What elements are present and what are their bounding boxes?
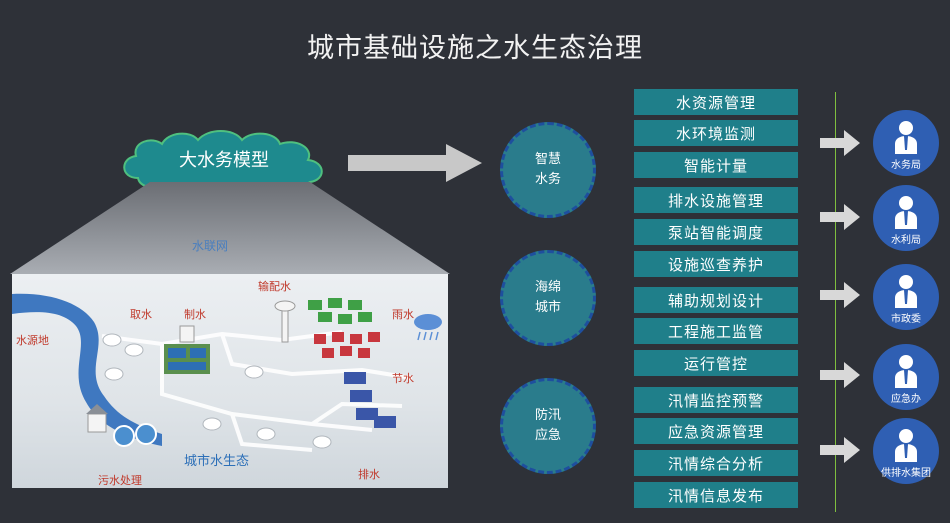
circle-flood-emergency: 防汛应急 bbox=[500, 378, 596, 474]
person-icon bbox=[895, 429, 917, 462]
page-title: 城市基础设施之水生态治理 bbox=[307, 33, 643, 64]
function-box: 汛情信息发布 bbox=[634, 482, 798, 508]
circle-sponge-city-line1: 海绵 bbox=[534, 280, 561, 295]
function-box: 泵站智能调度 bbox=[634, 219, 798, 245]
flow-arrow-icon bbox=[348, 144, 482, 182]
function-box: 应急资源管理 bbox=[634, 418, 798, 444]
label-water-source: 水源地 bbox=[16, 334, 49, 347]
agency-water-resources-bureau: 水利局 bbox=[873, 185, 939, 251]
person-icon bbox=[895, 196, 917, 229]
label-sewage: 污水处理 bbox=[98, 474, 142, 487]
function-box: 运行管控 bbox=[634, 350, 798, 376]
arrow-right-icon bbox=[820, 362, 860, 388]
arrow-right-icon bbox=[820, 437, 860, 463]
label-intake: 取水 bbox=[130, 308, 152, 321]
agency-water-affairs-bureau: 水务局 bbox=[873, 110, 939, 176]
label-saving: 节水 bbox=[392, 372, 414, 385]
divider-line bbox=[835, 92, 836, 512]
agency-name: 水利局 bbox=[891, 235, 921, 246]
circle-smart-water-line2: 水务 bbox=[534, 172, 561, 187]
function-box: 辅助规划设计 bbox=[634, 287, 798, 313]
circle-smart-water-line1: 智慧 bbox=[534, 152, 561, 167]
circle-smart-water: 智慧水务 bbox=[500, 122, 596, 218]
person-icon bbox=[895, 275, 917, 308]
function-box: 排水设施管理 bbox=[634, 187, 798, 213]
arrow-right-icon bbox=[820, 282, 860, 308]
agency-emergency-office: 应急办 bbox=[873, 344, 939, 410]
function-box: 水环境监测 bbox=[634, 120, 798, 146]
agency-name: 供排水集团 bbox=[881, 468, 931, 479]
infrastructure-drawing bbox=[12, 293, 442, 452]
arrow-right-icon bbox=[820, 204, 860, 230]
agency-name: 应急办 bbox=[891, 394, 921, 405]
circle-sponge-city-line2: 城市 bbox=[534, 300, 561, 315]
agency-name: 水务局 bbox=[891, 160, 921, 171]
label-drainage: 排水 bbox=[358, 468, 380, 481]
cloud-label: 大水务模型 bbox=[179, 150, 269, 171]
circle-flood-emergency-line1: 防汛 bbox=[534, 408, 561, 423]
arrow-right-icon bbox=[820, 130, 860, 156]
person-icon bbox=[895, 355, 917, 388]
function-box: 汛情监控预警 bbox=[634, 387, 798, 413]
function-box: 水资源管理 bbox=[634, 89, 798, 115]
label-distribution: 输配水 bbox=[258, 280, 291, 293]
person-icon bbox=[895, 121, 917, 154]
agency-municipal-commission: 市政委 bbox=[873, 264, 939, 330]
label-urban-water-ecology: 城市水生态 bbox=[184, 454, 250, 469]
label-production: 制水 bbox=[184, 308, 206, 321]
pyramid-shape bbox=[10, 182, 450, 274]
pyramid-label: 水联网 bbox=[192, 239, 229, 253]
label-rain: 雨水 bbox=[392, 308, 414, 321]
function-box: 设施巡查养护 bbox=[634, 251, 798, 277]
function-box: 智能计量 bbox=[634, 152, 798, 178]
function-box: 工程施工监管 bbox=[634, 318, 798, 344]
agency-water-supply-drainage-group: 供排水集团 bbox=[873, 418, 939, 484]
circle-sponge-city: 海绵城市 bbox=[500, 250, 596, 346]
circle-flood-emergency-line2: 应急 bbox=[534, 428, 561, 443]
function-box: 汛情综合分析 bbox=[634, 450, 798, 476]
water-infrastructure-illustration: 水源地 取水 制水 输配水 雨水 节水 污水处理 排水 城市水生态 bbox=[12, 274, 448, 488]
agency-name: 市政委 bbox=[891, 314, 921, 325]
